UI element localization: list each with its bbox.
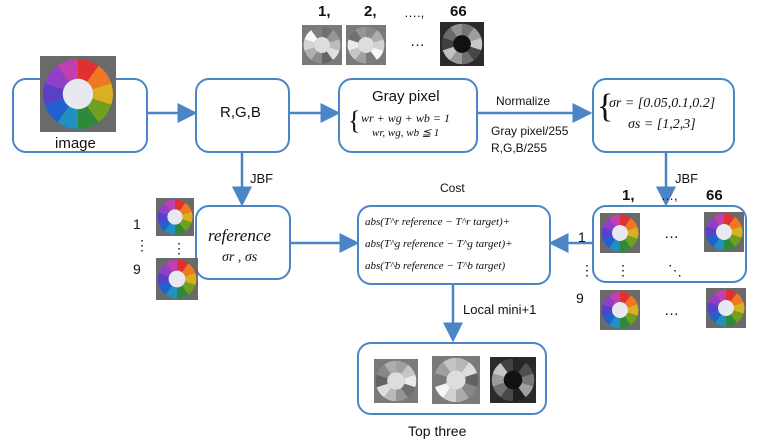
grid-mid-hdots: … bbox=[664, 225, 679, 242]
reference-box bbox=[195, 205, 291, 280]
grid-col-dots: …, bbox=[661, 188, 678, 203]
local-min-label: Local mini+1 bbox=[463, 302, 537, 317]
cost-title: Cost bbox=[440, 181, 465, 195]
ref-index-1: 1 bbox=[133, 216, 141, 232]
ref-index-9: 9 bbox=[133, 261, 141, 277]
grid-thumb-1-1 bbox=[600, 213, 640, 253]
gray-weight-thumb-66 bbox=[440, 22, 484, 66]
top-three-label: Top three bbox=[408, 423, 467, 439]
grid-bottom-hdots: … bbox=[664, 302, 679, 319]
gray-brace: { bbox=[348, 106, 361, 135]
input-color-wheel-image bbox=[40, 56, 116, 132]
jbf-right-label: JBF bbox=[675, 171, 699, 186]
gray-equation-2: wr, wg, wb ≦ 1 bbox=[372, 127, 440, 139]
ref-index-dots: ⋮ bbox=[135, 237, 149, 253]
sigma-box bbox=[592, 78, 735, 153]
grid-mid-vdots: ⋮ bbox=[616, 262, 630, 278]
top-result-thumb-3 bbox=[490, 357, 536, 403]
cost-line-r: abs(T^r reference − T^r target)+ bbox=[365, 216, 511, 228]
gray-pixel-box bbox=[338, 78, 478, 153]
grid-thumb-9-66 bbox=[706, 288, 746, 328]
cost-line-g: abs(T^g reference − T^g target)+ bbox=[365, 238, 513, 250]
reference-thumb-9 bbox=[156, 258, 198, 300]
sigma-r-values: σr = [0.05,0.1,0.2] bbox=[609, 96, 716, 111]
jbf-left-label: JBF bbox=[250, 171, 274, 186]
grid-col-66: 66 bbox=[706, 187, 723, 204]
grid-row-dots: ⋮ bbox=[580, 262, 594, 278]
gray-index-66: 66 bbox=[450, 3, 467, 20]
gray-weight-thumb-1 bbox=[302, 25, 342, 65]
grid-row-1: 1 bbox=[578, 229, 586, 245]
gray-index-1: 1, bbox=[318, 3, 331, 20]
gray-mid-ellipsis: … bbox=[410, 33, 425, 50]
normalize-label: Normalize bbox=[496, 94, 551, 108]
rgb-norm-label: R,G,B/255 bbox=[491, 141, 548, 155]
reference-sigmas: σr , σs bbox=[222, 250, 258, 265]
grid-col-1: 1, bbox=[622, 187, 635, 204]
sigma-brace: { bbox=[597, 88, 614, 125]
grid-row-9: 9 bbox=[576, 290, 584, 306]
grid-thumb-9-1 bbox=[600, 290, 640, 330]
gray-index-2: 2, bbox=[364, 3, 377, 20]
grid-thumb-1-66 bbox=[704, 212, 744, 252]
grid-diag-dots: ⋱ bbox=[668, 262, 682, 278]
ref-thumb-vdots: ⋮ bbox=[172, 240, 186, 256]
image-label: image bbox=[55, 135, 96, 152]
gray-equation-1: wr + wg + wb = 1 bbox=[361, 111, 450, 125]
top-result-thumb-1 bbox=[374, 359, 418, 403]
cost-box bbox=[357, 205, 551, 285]
top-result-thumb-2 bbox=[432, 356, 480, 404]
gray-index-dots: …., bbox=[404, 5, 425, 20]
rgb-label: R,G,B bbox=[220, 104, 261, 121]
reference-label: reference bbox=[208, 226, 271, 245]
reference-thumb-1 bbox=[156, 198, 194, 236]
rgb-box bbox=[195, 78, 290, 153]
gray-norm-label: Gray pixel/255 bbox=[491, 124, 569, 138]
gray-pixel-title: Gray pixel bbox=[372, 88, 440, 105]
cost-line-b: abs(T^b reference − T^b target) bbox=[365, 260, 506, 272]
sigma-s-values: σs = [1,2,3] bbox=[628, 117, 696, 132]
gray-weight-thumb-2 bbox=[346, 25, 386, 65]
